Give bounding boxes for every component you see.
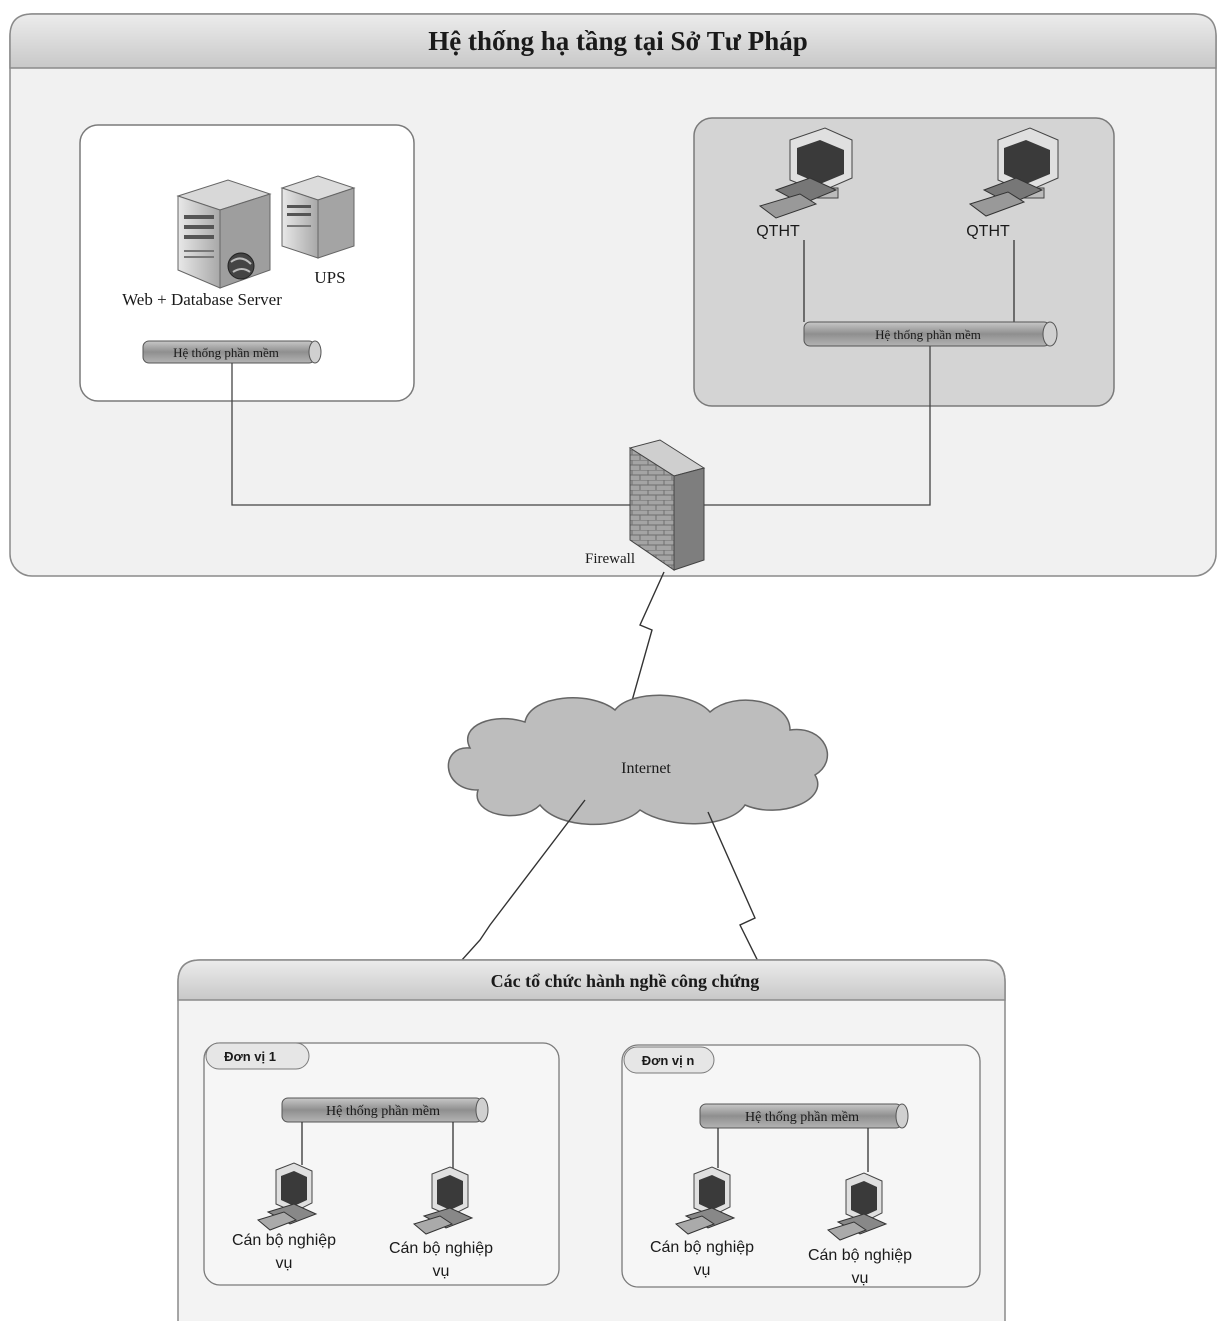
server-icon xyxy=(176,179,272,289)
ups-icon xyxy=(280,175,356,259)
admin-left-computer-icon xyxy=(758,127,853,219)
admin-left-label: QTHT xyxy=(756,223,800,240)
unit-n-name: Đơn vị n xyxy=(642,1053,695,1068)
unit-1-software-bus-label: Hệ thống phần mềm xyxy=(326,1104,440,1119)
ups-label: UPS xyxy=(314,268,345,287)
admin-software-bus: Hệ thống phần mềm xyxy=(803,321,1058,347)
unit-1-software-bus: Hệ thống phần mềm xyxy=(281,1097,489,1123)
unit-n-software-bus: Hệ thống phần mềm xyxy=(699,1103,909,1129)
unit-n-workstation-1-icon xyxy=(674,1166,736,1235)
server-software-bus-label: Hệ thống phần mềm xyxy=(173,345,279,360)
unit-1-workstation-2-icon xyxy=(412,1166,474,1235)
admin-right-computer-icon xyxy=(968,127,1059,217)
unit-n-software-bus-label: Hệ thống phần mềm xyxy=(745,1110,859,1125)
unit-1-workstation-1-icon xyxy=(256,1162,318,1231)
unit-1-workstation-2-label-line1: Cán bộ nghiệp xyxy=(389,1240,493,1257)
unit-1-box: Đơn vị 1 Hệ thống phần mềm Cán bộ nghiệp… xyxy=(203,1042,560,1286)
server-to-firewall-link xyxy=(231,363,640,506)
unit-1-workstation-2-label-line2: vụ xyxy=(433,1263,450,1280)
admin-box: QTHT QTHT Hệ thống phần mềm xyxy=(693,117,1115,407)
firewall-icon xyxy=(628,439,706,571)
unit-n-workstation-1-label-line2: vụ xyxy=(694,1262,711,1279)
admin-to-firewall-link xyxy=(700,346,931,506)
unit-n-workstation-2-icon xyxy=(826,1172,888,1241)
firewall-label: Firewall xyxy=(585,551,635,567)
bottom-panel-title: Các tổ chức hành nghề công chứng xyxy=(491,971,760,991)
unit-n-workstation-2-label-line1: Cán bộ nghiệp xyxy=(808,1247,912,1264)
unit-1-workstation-1-label-line2: vụ xyxy=(276,1255,293,1272)
server-software-bus: Hệ thống phần mềm xyxy=(142,340,322,364)
server-label: Web + Database Server xyxy=(122,290,282,309)
unit-n-workstation-2-label-line2: vụ xyxy=(852,1270,869,1287)
internet-label: Internet xyxy=(621,760,671,777)
unit-1-name: Đơn vị 1 xyxy=(224,1049,276,1064)
firewall-to-internet-link xyxy=(627,571,665,716)
admin-right-label: QTHT xyxy=(966,223,1010,240)
admin-software-bus-label: Hệ thống phần mềm xyxy=(875,327,981,342)
unit-n-box: Đơn vị n Hệ thống phần mềm Cán bộ nghiệp… xyxy=(621,1044,981,1288)
server-box: Web + Database Server UPS Hệ thống phần … xyxy=(79,124,415,402)
internet-cloud-icon xyxy=(447,694,829,826)
top-panel-title: Hệ thống hạ tầng tại Sở Tư Pháp xyxy=(428,26,808,56)
unit-n-workstation-1-label-line1: Cán bộ nghiệp xyxy=(650,1239,754,1256)
unit-1-workstation-1-label-line1: Cán bộ nghiệp xyxy=(232,1232,336,1249)
